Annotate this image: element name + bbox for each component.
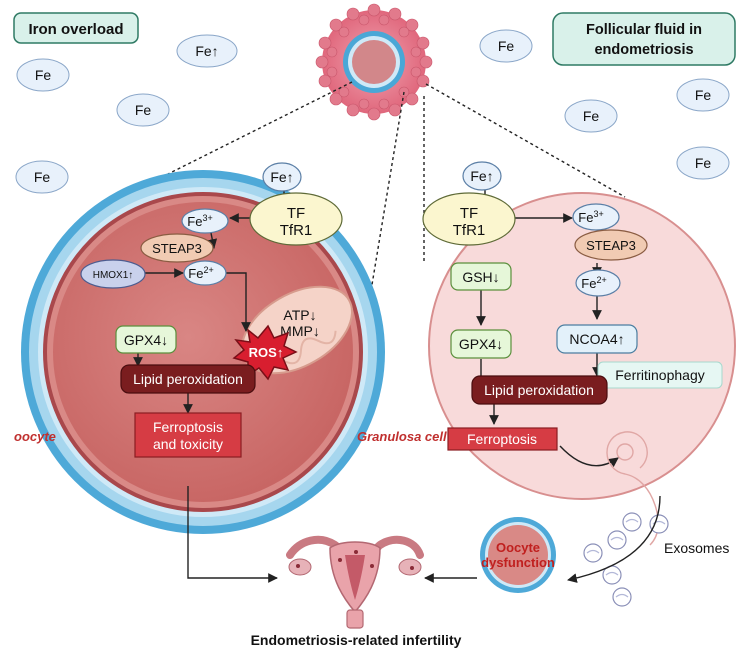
oocyte-fe-up: Fe↑ [262, 162, 302, 192]
tf-label: TF [287, 205, 305, 222]
fe-up-label: Fe↑ [470, 168, 493, 184]
svg-text:Fe2+: Fe2+ [581, 275, 606, 291]
fe3-label: Fe [578, 210, 593, 225]
svg-text:Fe3+: Fe3+ [578, 209, 603, 225]
gpx4-label: GPX4↓ [459, 336, 503, 352]
fe3-superscript: 3+ [593, 209, 603, 219]
mmp-label: MMP↓ [280, 323, 320, 339]
oocyte-lipid-peroxidation: Lipid peroxidation [120, 364, 256, 394]
iron-overload-box: Iron overload [13, 12, 139, 44]
exosome-icon [622, 512, 642, 532]
ferroptosis-label-2: and toxicity [153, 436, 223, 452]
atp-label: ATP↓ [283, 307, 316, 323]
fe-label: Fe [583, 108, 600, 124]
free-iron-ellipse: Fe↑ [176, 34, 238, 68]
follicle-illustration [315, 3, 433, 121]
tfr1-label: TfR1 [280, 222, 313, 239]
free-iron-ellipse: Fe [564, 99, 618, 133]
free-iron-ellipse: Fe [116, 93, 170, 127]
tf-label: TF [460, 205, 478, 222]
oocyte-dysfunction: Oocyte dysfunction [480, 517, 556, 593]
free-iron-ellipse: Fe [16, 58, 70, 92]
lipid-label: Lipid peroxidation [133, 371, 243, 387]
gpx4-label: GPX4↓ [124, 332, 168, 348]
granulosa-gpx4: GPX4↓ [450, 329, 512, 359]
fe2-superscript: 2+ [203, 265, 213, 275]
exosomes-cluster [583, 512, 669, 607]
fe3-superscript: 3+ [202, 213, 212, 223]
oocyte-hmox1: HMOX1↑ [80, 259, 146, 289]
free-iron-ellipse: Fe [676, 146, 730, 180]
free-iron-ellipse: Fe [676, 78, 730, 112]
oocyte-label: oocyte [14, 429, 56, 444]
granulosa-fe-up: Fe↑ [462, 161, 502, 191]
fe-label: Fe [695, 87, 712, 103]
free-iron-ellipse: Fe [479, 29, 533, 63]
oocyte-steap3: STEAP3 [140, 233, 214, 263]
free-iron-ellipse: Fe [15, 160, 69, 194]
fe-label: Fe [135, 102, 152, 118]
ferritinophagy-label: Ferritinophagy [615, 367, 705, 383]
oocyte-fe3: Fe3+ [181, 208, 229, 234]
hmox1-label: HMOX1↑ [93, 270, 134, 281]
granulosa-fe2: Fe2+ [575, 269, 621, 297]
svg-text:Fe2+: Fe2+ [188, 265, 213, 281]
fe-label: Fe [498, 38, 515, 54]
granulosa-steap3: STEAP3 [574, 229, 648, 261]
fe3-label: Fe [187, 214, 202, 229]
granulosa-lipid-peroxidation: Lipid peroxidation [471, 375, 608, 405]
oocyte-ferroptosis-box: Ferroptosis and toxicity [134, 412, 242, 458]
lipid-label: Lipid peroxidation [484, 382, 594, 398]
fe2-superscript: 2+ [596, 275, 606, 285]
steap3-label: STEAP3 [152, 241, 202, 256]
follicular-fluid-box: Follicular fluid in endometriosis [552, 12, 736, 66]
granulosa-tf-tfr1: TF TfR1 [422, 192, 516, 246]
exosome-icon [649, 514, 669, 534]
fe2-label: Fe [581, 276, 596, 291]
granulosa-ferroptosis-box: Ferroptosis [447, 427, 558, 451]
follicular-fluid-label-2: endometriosis [594, 42, 693, 58]
exosome-icon [607, 530, 627, 550]
fe-up-label: Fe↑ [195, 43, 218, 59]
granulosa-gsh: GSH↓ [450, 262, 512, 291]
ros-label: ROS↑ [249, 345, 284, 360]
exosomes-label: Exosomes [664, 540, 729, 556]
exosome-to-oocyte-arrow [567, 495, 661, 583]
granulosa-ferritinophagy: Ferritinophagy [597, 361, 723, 389]
oocyte-tf-tfr1: TF TfR1 [249, 192, 343, 246]
exosome-icon [612, 587, 632, 607]
granulosa-fe3: Fe3+ [572, 203, 620, 231]
oocyte-gpx4: GPX4↓ [115, 325, 177, 354]
fe-up-label: Fe↑ [270, 169, 293, 185]
fe-label: Fe [35, 67, 52, 83]
oocyte-fe2: Fe2+ [183, 260, 227, 286]
oocyte-dysfunction-label-2: dysfunction [481, 555, 555, 570]
follicular-fluid-label-1: Follicular fluid in [586, 22, 702, 38]
ncoa4-label: NCOA4↑ [569, 331, 624, 347]
oocyte-dysfunction-label-1: Oocyte [496, 540, 540, 555]
tfr1-label: TfR1 [453, 222, 486, 239]
exosome-icon [583, 543, 603, 563]
gsh-label: GSH↓ [462, 269, 499, 285]
fe-label: Fe [34, 169, 51, 185]
steap3-label: STEAP3 [586, 238, 636, 253]
ferroptosis-label-1: Ferroptosis [153, 419, 223, 435]
svg-text:Fe3+: Fe3+ [187, 213, 212, 229]
free-iron-group: Fe↑ Fe Fe Fe Fe Fe Fe Fe [15, 29, 730, 194]
uterus-illustration [286, 535, 424, 629]
ferroptosis-label: Ferroptosis [467, 431, 537, 447]
outcome-label: Endometriosis-related infertility [251, 632, 462, 648]
fe2-label: Fe [188, 266, 203, 281]
fe-label: Fe [695, 155, 712, 171]
granulosa-cell-label: Granulosa cell [357, 429, 447, 444]
granulosa-ncoa4: NCOA4↑ [556, 324, 638, 354]
iron-overload-label: Iron overload [28, 21, 123, 38]
